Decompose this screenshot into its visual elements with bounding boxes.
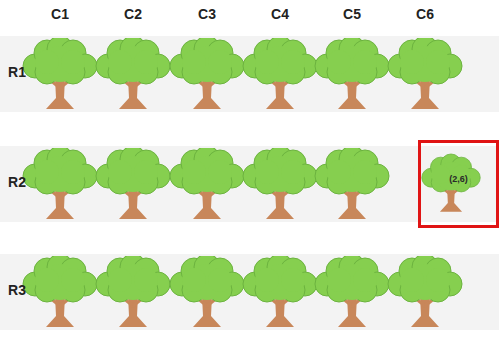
row-label: R2 [8,174,26,190]
column-label: C2 [124,6,142,22]
cell-coordinate: (2,6) [449,174,468,184]
column-label: C6 [416,6,434,22]
row-label: R3 [8,282,26,298]
column-label: C4 [271,6,289,22]
column-label: C1 [51,6,69,22]
column-label: C3 [198,6,216,22]
highlight-box: (2,6) [418,140,499,228]
row-label: R1 [8,64,26,80]
column-label: C5 [343,6,361,22]
